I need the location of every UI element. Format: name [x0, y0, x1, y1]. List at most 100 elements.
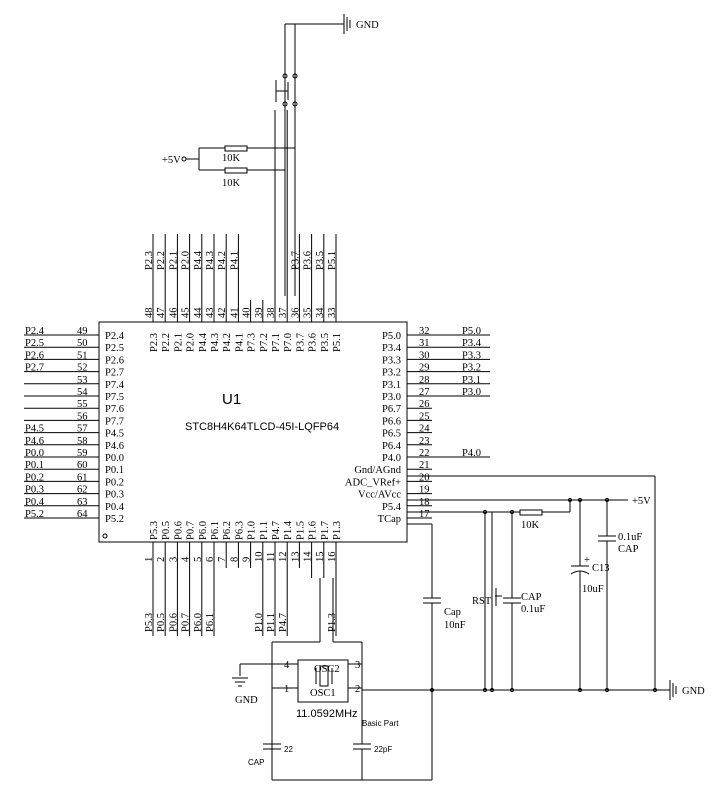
pin-name-right: P6.4: [382, 441, 402, 452]
pin-name-left: P0.4: [105, 502, 125, 513]
gnd-symbol-osc: [232, 677, 248, 687]
pin-number-right: 22: [419, 448, 430, 459]
pin-number-left: 62: [77, 485, 88, 496]
pin-name-top: P7.3: [247, 333, 258, 352]
net-label-bottom: P0.5: [156, 613, 167, 632]
pin-name-top: P3.5: [320, 333, 331, 352]
pin-number-bottom: 11: [266, 552, 277, 562]
net-label-left: P0.2: [25, 472, 44, 483]
pin1-dot: [102, 533, 108, 539]
pin-number-bottom: 14: [303, 551, 314, 562]
pin-name-left: P2.4: [105, 331, 125, 342]
resistor-top-1-value: 10K: [222, 153, 241, 164]
top-gnd-network: GND +5V 10K 10K: [162, 14, 379, 296]
pin-number-left: 50: [77, 338, 88, 349]
pin-number-top: 43: [205, 308, 216, 319]
pin-number-right: 26: [419, 399, 430, 410]
pin-name-bottom: P1.6: [308, 521, 319, 540]
cap-tcap-value: 10nF: [444, 620, 466, 631]
pin-name-left: P4.6: [105, 441, 124, 452]
pin-number-top: 45: [181, 308, 192, 319]
net-label-top: P2.1: [168, 251, 179, 270]
pins-top: 48P2.3P2.347P2.2P2.246P2.1P2.145P2.0P2.0…: [144, 110, 343, 352]
pin-name-left: P0.2: [105, 477, 124, 488]
net-label-top: P3.5: [315, 251, 326, 270]
net-label-left: P4.5: [25, 424, 44, 435]
pin-name-bottom: P0.7: [186, 521, 197, 540]
pin-name-left: P7.7: [105, 416, 124, 427]
pin-number-left: 58: [77, 436, 88, 447]
net-label-top: P3.6: [303, 251, 314, 270]
net-label-left: P2.4: [25, 326, 45, 337]
gnd-label-top: GND: [356, 20, 379, 31]
crystal-symbol: [315, 665, 333, 687]
pin-number-top: 35: [303, 308, 314, 319]
c13-plus: +: [584, 555, 590, 566]
gnd-symbol-top: [343, 14, 351, 34]
power-network-right: +5V 10K RST CAP 0.1uF Cap: [362, 475, 705, 780]
pin-name-top: P2.0: [186, 333, 197, 352]
pin-number-bottom: 10: [254, 552, 265, 563]
net-label-bottom: P6.0: [193, 613, 204, 632]
pin-number-bottom: 12: [278, 552, 289, 563]
cap-rst-name: CAP: [521, 592, 542, 603]
net-label-top: P4.3: [205, 251, 216, 270]
pin-number-bottom: 2: [156, 557, 167, 562]
cap-dec-value: 0.1uF: [618, 532, 642, 543]
net-label-right: P5.0: [462, 326, 481, 337]
pin-name-bottom: P6.1: [210, 521, 221, 540]
pin-name-left: P2.6: [105, 355, 124, 366]
pin-name-bottom: P1.1: [259, 521, 270, 540]
pin-name-top: P4.1: [234, 333, 245, 352]
net-label-right: P3.3: [462, 350, 481, 361]
pin-number-right: 29: [419, 363, 430, 374]
pin-name-bottom: P5.3: [149, 521, 160, 540]
gnd-label-osc: GND: [235, 695, 258, 706]
pin-number-bottom: 6: [205, 557, 216, 562]
pin-number-right: 24: [419, 424, 430, 435]
pin-name-top: P2.2: [161, 333, 172, 352]
pin-number-right: 30: [419, 350, 430, 361]
net-label-top: P4.1: [229, 251, 240, 270]
pin-name-bottom: P1.5: [295, 521, 306, 540]
pin-number-top: 37: [278, 308, 289, 319]
pins-bottom: 1P5.3P5.32P0.5P0.53P0.6P0.64P0.7P0.75P6.…: [144, 520, 343, 636]
pin-number-right: 28: [419, 375, 430, 386]
pin-name-top: P2.3: [149, 333, 160, 352]
chip-body: [98, 321, 408, 543]
pin-name-right: ADC_VRef+: [345, 477, 401, 488]
pin-name-right: Vcc/AVcc: [358, 490, 401, 501]
pin-name-bottom: P6.2: [222, 521, 233, 540]
pin-name-bottom: P6.3: [234, 521, 245, 540]
pin-name-top: P5.1: [332, 333, 343, 352]
net-label-right: P3.4: [462, 338, 482, 349]
net-label-left: P0.1: [25, 460, 44, 471]
resistor-reset: [519, 509, 543, 516]
pin-name-right: P6.7: [382, 404, 401, 415]
pin-number-bottom: 5: [193, 557, 204, 562]
net-label-right: P4.0: [462, 448, 481, 459]
net-label-bottom: P0.7: [181, 613, 192, 632]
pin-name-right: TCap: [378, 514, 401, 525]
net-label-top: P3.7: [290, 251, 301, 270]
net-label-top: P4.2: [217, 251, 228, 270]
cap-tcap-name: Cap: [444, 607, 461, 618]
pin-name-right: P3.0: [382, 392, 401, 403]
net-label-right: P3.0: [462, 387, 481, 398]
pin-name-top: P3.7: [295, 333, 306, 352]
resistor-reset-value: 10K: [521, 520, 540, 531]
resistor-top-2: [224, 167, 248, 174]
vcc-label-top: +5V: [162, 155, 181, 166]
pin-number-left: 59: [77, 448, 88, 459]
pin-name-right: P3.1: [382, 380, 401, 391]
pin-name-top: P7.1: [271, 333, 282, 352]
pin-number-left: 63: [77, 497, 88, 508]
xtal-cap-left-value: 22: [284, 745, 293, 754]
cap-rst-value: 0.1uF: [521, 604, 545, 615]
net-label-left: P2.7: [25, 363, 44, 374]
net-label-top: P5.1: [327, 251, 338, 270]
pin-number-top: 46: [168, 308, 179, 319]
pin-number-top: 41: [229, 308, 240, 319]
